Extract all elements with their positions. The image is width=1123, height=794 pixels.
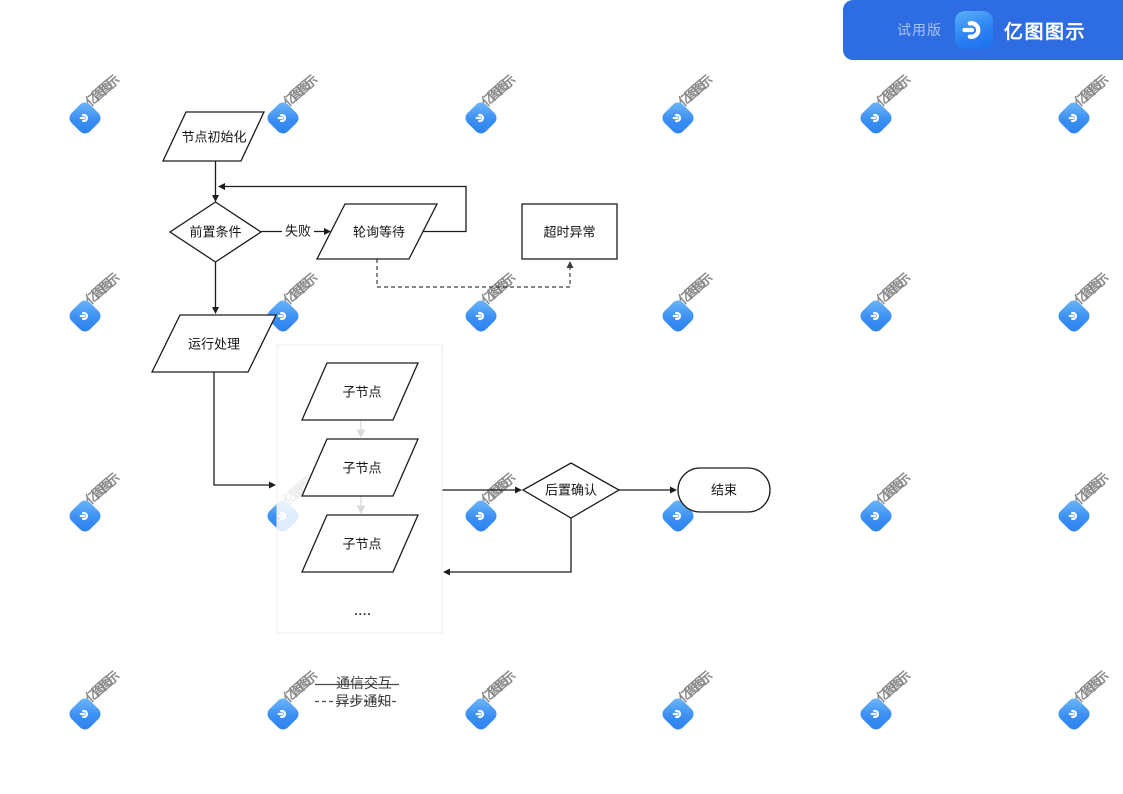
node-postconfirm-shape[interactable] bbox=[521, 462, 621, 519]
edraw-logo-icon bbox=[66, 695, 104, 733]
arrowhead bbox=[269, 481, 276, 489]
edraw-logo-icon bbox=[659, 99, 697, 137]
edraw-logo-icon bbox=[1055, 297, 1093, 335]
node-init-shape[interactable] bbox=[161, 111, 266, 162]
arrowhead bbox=[212, 307, 219, 314]
edraw-logo-icon bbox=[462, 497, 499, 535]
legend-dashed-label: 异步通知 bbox=[335, 692, 392, 709]
node-precondition-label: 前置条件 bbox=[189, 224, 242, 240]
legend-solid-label: 通信交互 bbox=[336, 674, 392, 691]
edraw-logo-icon bbox=[66, 497, 104, 535]
arrowhead bbox=[218, 183, 225, 190]
edraw-logo-icon bbox=[264, 297, 302, 335]
node-postconfirm-label: 后置确认 bbox=[544, 482, 598, 498]
edraw-logo-icon bbox=[1055, 497, 1093, 535]
edge-fail-label: 失败 bbox=[281, 222, 315, 240]
edge-run-to-childgroup bbox=[213, 372, 269, 486]
arrowhead bbox=[515, 486, 522, 494]
edraw-logo-icon bbox=[1055, 695, 1093, 733]
edge-postconfirm-loopback bbox=[450, 518, 572, 573]
edraw-logo-icon bbox=[462, 695, 499, 733]
edraw-logo-icon bbox=[1055, 99, 1093, 137]
node-polling-label: 轮询等待 bbox=[352, 224, 406, 239]
edraw-logo-icon bbox=[857, 297, 895, 335]
edraw-logo-icon bbox=[264, 99, 302, 137]
edraw-logo-icon bbox=[659, 695, 697, 733]
node-child2-shape[interactable] bbox=[301, 438, 419, 497]
node-run-shape[interactable] bbox=[150, 314, 278, 373]
edge-polling-loopback bbox=[225, 185, 467, 233]
arrowhead bbox=[212, 195, 219, 202]
edraw-logo-icon bbox=[66, 99, 104, 137]
edraw-logo-icon bbox=[857, 497, 895, 535]
arrowhead bbox=[443, 568, 450, 576]
node-init-label: 节点初始化 bbox=[181, 129, 247, 144]
node-child1-shape[interactable] bbox=[301, 362, 419, 421]
node-timeout-shape[interactable] bbox=[521, 203, 618, 260]
edraw-app-icon bbox=[955, 11, 993, 49]
node-child2-label: 子节点 bbox=[342, 460, 382, 475]
edge-polling-to-timeout-dashed bbox=[376, 259, 571, 288]
node-child3-shape[interactable] bbox=[301, 514, 419, 573]
edraw-logo-icon bbox=[264, 695, 302, 733]
edraw-logo-icon bbox=[857, 695, 895, 733]
edraw-logo-icon bbox=[66, 297, 104, 335]
node-more-label: .... bbox=[354, 604, 372, 618]
edraw-logo-icon bbox=[462, 99, 499, 137]
edraw-logo-icon bbox=[659, 497, 697, 535]
app-name-label: 亿图图示 bbox=[1004, 21, 1087, 43]
arrowhead bbox=[566, 261, 574, 268]
edraw-logo-icon bbox=[857, 99, 895, 137]
edraw-logo-icon bbox=[659, 297, 697, 335]
trial-badge[interactable]: 试用版 亿图图示 bbox=[843, 0, 1123, 60]
edraw-logo-icon bbox=[462, 297, 499, 335]
node-end-label: 结束 bbox=[710, 482, 738, 498]
node-timeout-label: 超时异常 bbox=[543, 224, 596, 239]
node-precondition-shape[interactable] bbox=[168, 201, 263, 263]
node-polling-shape[interactable] bbox=[315, 203, 439, 260]
trial-version-label: 试用版 bbox=[897, 22, 942, 38]
node-end-shape[interactable] bbox=[677, 467, 771, 513]
arrowhead bbox=[670, 486, 677, 494]
node-child3-label: 子节点 bbox=[342, 536, 382, 551]
node-run-label: 运行处理 bbox=[187, 336, 241, 351]
node-child1-label: 子节点 bbox=[342, 384, 382, 399]
arrowhead bbox=[324, 228, 331, 235]
